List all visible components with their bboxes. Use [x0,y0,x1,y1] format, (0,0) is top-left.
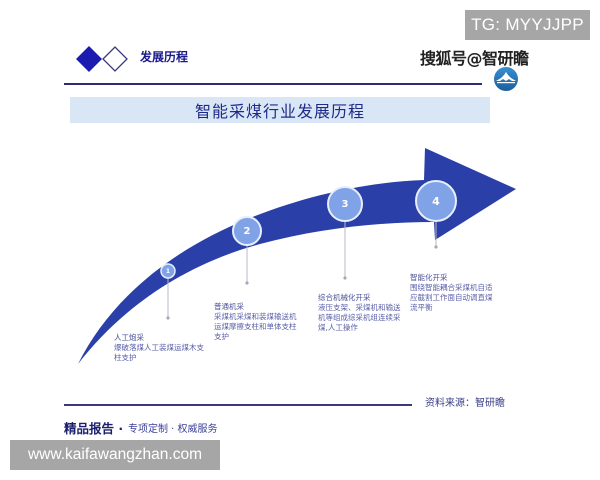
footer-divider [64,404,412,406]
stage-name-3: 综合机械化开采 [318,293,371,302]
stage-line: 煤,人工操作 [318,323,358,332]
stage-number-1: 1 [165,267,171,275]
stage-circle-1 [160,263,176,279]
section-title: 发展历程 [140,50,189,64]
curved-arrow-shape [78,148,516,364]
stage-number-2: 2 [243,225,251,237]
stage-description-1: 人工炮采 爆破落煤人工装煤运煤木支 柱支护 [114,333,204,363]
stage-line: 采煤机采煤和装煤输送机 [214,312,297,321]
stage-line: 应截割工作面自动调直煤 [410,293,493,302]
stage-line: 围绕智能耦合采煤机自适 [410,283,493,292]
watermark-brand: 搜狐号@智研瞻 [420,49,529,68]
source-attribution: 资料来源：智研瞻 [425,398,505,409]
stage-description-4: 智能化开采 围绕智能耦合采煤机自适 应截割工作面自动调直煤 流平衡 [410,273,493,313]
stage-circle-2 [232,216,262,246]
stage-line: 机等组成综采机组连续采 [318,313,401,322]
stage-name-2: 普通机采 [214,302,244,311]
stage-name-1: 人工炮采 [114,333,144,342]
stage-line: 运煤摩擦支柱和单体支柱 [214,322,297,331]
stage-line: 液压支架、采煤机和输送 [318,303,401,312]
watermark-url-badge: www.kaifawangzhan.com [10,440,220,470]
stage-circle-3 [327,186,363,222]
stage-name-4: 智能化开采 [410,273,448,282]
banner-title: 智能采煤行业发展历程 [70,97,490,123]
footer-tagline-bold: 精品报告 · [64,421,124,436]
watermark-tg-badge: TG: MYYJJPP [465,10,590,40]
stage-line: 柱支护 [114,353,137,362]
stage-circle-4 [415,180,457,222]
stage-description-3: 综合机械化开采 液压支架、采煤机和输送 机等组成综采机组连续采 煤,人工操作 [318,293,401,333]
stage-number-3: 3 [341,198,349,210]
zhiyanzhan-logo-icon [494,67,518,91]
stage-line: 流平衡 [410,303,433,312]
stage-description-2: 普通机采 采煤机采煤和装煤输送机 运煤摩擦支柱和单体支柱 支护 [214,302,297,342]
stage-number-4: 4 [432,194,440,208]
stage-line: 支护 [214,332,229,341]
footer-tagline: 专项定制 · 权威服务 [128,424,218,435]
header-divider [64,83,482,85]
double-diamond-icon [76,46,128,72]
stage-line: 爆破落煤人工装煤运煤木支 [114,343,204,352]
